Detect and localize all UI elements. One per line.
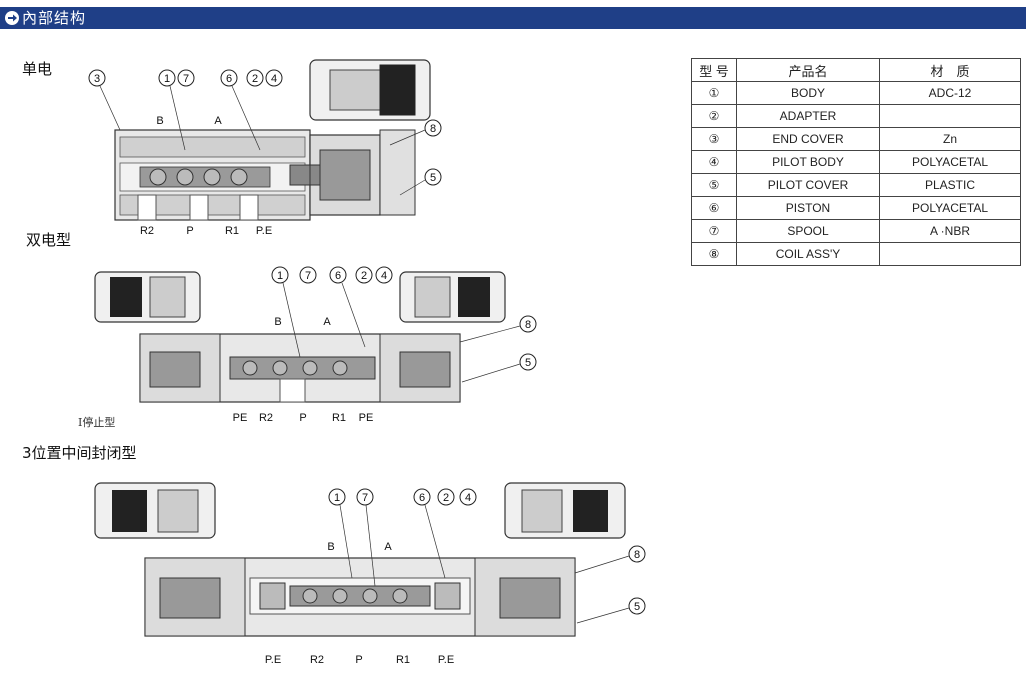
callout-8: 8 [430, 123, 436, 135]
callout-4: 4 [271, 73, 277, 85]
callout-4: 4 [381, 270, 387, 282]
port-p: P [355, 654, 362, 666]
header-cell-product: 产品名 [736, 58, 880, 82]
table-header-row: 型 号 产品名 材 质 [691, 58, 1021, 82]
cell-name: PILOT COVER [736, 173, 880, 197]
cell-no: ⑧ [691, 242, 737, 266]
callout-6: 6 [419, 492, 425, 504]
cell-no: ⑦ [691, 219, 737, 243]
cell-material: A ·NBR [879, 219, 1021, 243]
port-r2: R2 [140, 225, 154, 237]
port-r1: R1 [396, 654, 410, 666]
callout-4: 4 [465, 492, 471, 504]
port-pe: P.E [256, 225, 272, 237]
cell-material: Zn [879, 127, 1021, 151]
callout-5: 5 [525, 357, 531, 369]
header-cell-material: 材 质 [879, 58, 1021, 82]
table-row: ⑦ SPOOL A ·NBR [691, 219, 1021, 243]
callout-2: 2 [443, 492, 449, 504]
table-row: ⑧ COIL ASS'Y [691, 242, 1021, 266]
callout-1: 1 [277, 270, 283, 282]
callout-7: 7 [362, 492, 368, 504]
header-cell-model: 型 号 [691, 58, 737, 82]
cell-material [879, 104, 1021, 128]
port-a: A [384, 541, 392, 553]
table-row: ⑤ PILOT COVER PLASTIC [691, 173, 1021, 197]
header-title: 內部结构 [22, 9, 87, 27]
port-r2: R2 [259, 412, 273, 424]
cell-no: ③ [691, 127, 737, 151]
cell-material: POLYACETAL [879, 150, 1021, 174]
table-row: ④ PILOT BODY POLYACETAL [691, 150, 1021, 174]
cell-no: ② [691, 104, 737, 128]
port-pe-left: PE [233, 412, 248, 424]
three-position-diagram: 1 7 6 2 4 8 5 B A P.E R2 P R1 P.E [94, 482, 646, 666]
callout-5: 5 [430, 172, 436, 184]
cell-name: END COVER [736, 127, 880, 151]
callout-3: 3 [94, 73, 100, 85]
callout-7: 7 [183, 73, 189, 85]
cell-no: ⑥ [691, 196, 737, 220]
section-label-three-position: 3位置中间封闭型 [22, 444, 137, 462]
port-p: P [299, 412, 306, 424]
table-row: ③ END COVER Zn [691, 127, 1021, 151]
cell-name: PILOT BODY [736, 150, 880, 174]
port-pe-left: P.E [265, 654, 281, 666]
callout-6: 6 [226, 73, 232, 85]
cell-no: ① [691, 81, 737, 105]
table-row: ⑥ PISTON POLYACETAL [691, 196, 1021, 220]
callout-1: 1 [164, 73, 170, 85]
port-pe-right: P.E [438, 654, 454, 666]
cell-material: PLASTIC [879, 173, 1021, 197]
port-pe-right: PE [359, 412, 374, 424]
cell-name: PISTON [736, 196, 880, 220]
double-solenoid-diagram: 1 7 6 2 4 8 5 B A PE R2 P R1 PE [94, 266, 537, 424]
port-b: B [156, 115, 163, 127]
cell-no: ④ [691, 150, 737, 174]
port-b: B [327, 541, 334, 553]
callout-7: 7 [305, 270, 311, 282]
cell-name: BODY [736, 81, 880, 105]
callout-2: 2 [252, 73, 258, 85]
callout-2: 2 [361, 270, 367, 282]
port-a: A [214, 115, 222, 127]
callout-8: 8 [525, 319, 531, 331]
cell-material: POLYACETAL [879, 196, 1021, 220]
cell-material [879, 242, 1021, 266]
port-r2: R2 [310, 654, 324, 666]
cell-no: ⑤ [691, 173, 737, 197]
section-label-single: 单电 [22, 60, 53, 78]
port-b: B [274, 316, 281, 328]
single-solenoid-diagram: 3 1 7 6 2 4 8 5 B A R2 P R1 P.E [88, 59, 442, 237]
cell-name: SPOOL [736, 219, 880, 243]
arrow-right-icon [5, 11, 19, 25]
table-row: ② ADAPTER [691, 104, 1021, 128]
section-header: 內部结构 [0, 0, 1033, 30]
double-note: I停止型 [78, 416, 116, 429]
cell-name: ADAPTER [736, 104, 880, 128]
callout-8: 8 [634, 549, 640, 561]
cell-material: ADC-12 [879, 81, 1021, 105]
cell-name: COIL ASS'Y [736, 242, 880, 266]
header-bar [0, 7, 1026, 29]
section-label-double: 双电型 [26, 231, 72, 249]
callout-6: 6 [335, 270, 341, 282]
port-r1: R1 [332, 412, 346, 424]
callout-1: 1 [334, 492, 340, 504]
port-a: A [323, 316, 331, 328]
port-r1: R1 [225, 225, 239, 237]
parts-table: 型 号 产品名 材 质 ① BODY ADC-12 ② ADAPTER ③ EN… [691, 58, 1021, 266]
port-p: P [186, 225, 193, 237]
table-row: ① BODY ADC-12 [691, 81, 1021, 105]
callout-5: 5 [634, 601, 640, 613]
